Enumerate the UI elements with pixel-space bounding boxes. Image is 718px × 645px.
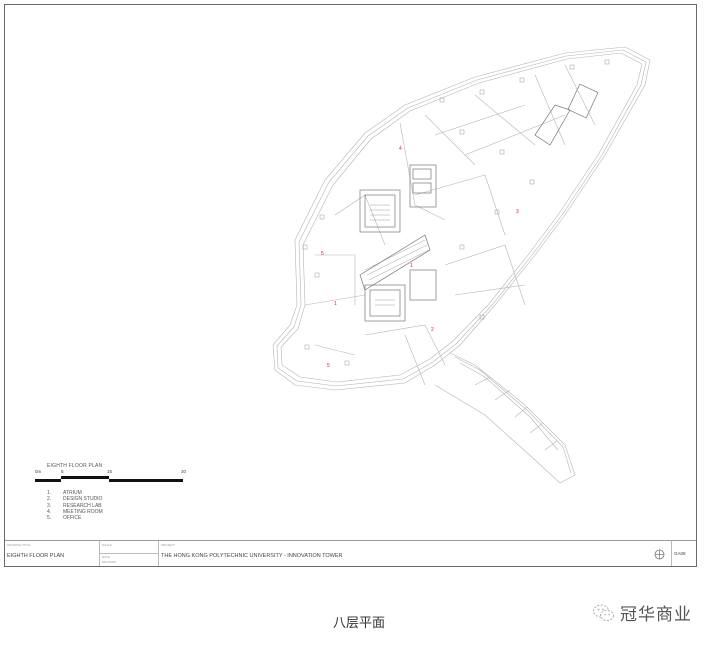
brand-name: 冠华商业 bbox=[620, 605, 692, 624]
scale-label-30: 30 bbox=[181, 469, 187, 474]
tb-firm: GA08 bbox=[674, 551, 686, 556]
legend-item: 2.DESIGN STUDIO bbox=[47, 496, 103, 503]
tb-scale-date: SCALE DATE REVISION bbox=[100, 541, 159, 566]
legend-list: 1.ATRIUM 2.DESIGN STUDIO 3.RESEARCH LAB … bbox=[35, 490, 205, 521]
room-label-research-lab: 3 bbox=[516, 209, 519, 215]
wechat-icon bbox=[593, 604, 614, 621]
legend-item: 4.MEETING ROOM bbox=[47, 508, 103, 515]
scale-label-15: 15 bbox=[107, 469, 113, 474]
scale-bar bbox=[35, 476, 183, 482]
legend-item: 5.OFFICE bbox=[47, 515, 82, 522]
room-label-design-studio: 2 bbox=[431, 327, 434, 333]
plan-legend: EIGHTH FLOOR PLAN 0m 5 15 30 1.ATRIUM 2.… bbox=[35, 463, 205, 521]
room-label-atrium: 1 bbox=[410, 263, 413, 269]
legend-item: 3.RESEARCH LAB bbox=[47, 502, 102, 509]
brand-watermark: 冠华商业 bbox=[592, 600, 692, 625]
scale-label-5: 5 bbox=[61, 469, 64, 474]
scale-labels: 0m 5 15 30 bbox=[35, 469, 205, 476]
scale-label-0: 0m bbox=[35, 469, 42, 474]
floor-plan-drawing: 4 3 5 1 1 2 5 bbox=[272, 46, 651, 484]
plan-title: EIGHTH FLOOR PLAN bbox=[47, 463, 103, 469]
legend-item: 1.ATRIUM bbox=[47, 490, 82, 496]
tb-project: PROJECT THE HONG KONG POLYTECHNIC UNIVER… bbox=[159, 541, 672, 566]
figure-caption: 八层平面 bbox=[332, 615, 385, 630]
room-label-office-2: 5 bbox=[327, 363, 330, 369]
room-label-atrium-2: 1 bbox=[334, 301, 337, 307]
title-block: DRAWING TITLE EIGHTH FLOOR PLAN SCALE DA… bbox=[5, 540, 696, 566]
room-label-office: 5 bbox=[321, 251, 324, 257]
drawing-sheet: 4 3 5 1 1 2 5 EIGHTH FLOOR PLAN 0m 5 15 … bbox=[4, 4, 697, 567]
room-label-meeting-room: 4 bbox=[399, 146, 402, 152]
tb-drawing-title: DRAWING TITLE EIGHTH FLOOR PLAN bbox=[5, 541, 100, 566]
north-arrow-icon bbox=[654, 549, 665, 560]
